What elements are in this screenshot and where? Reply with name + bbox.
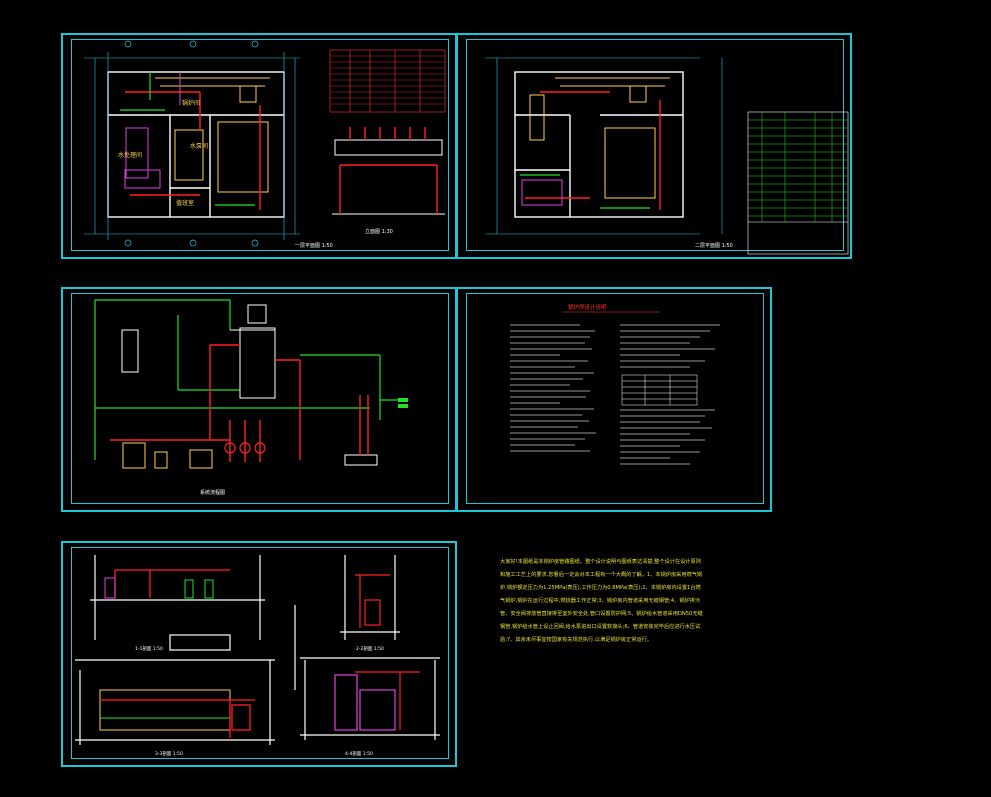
sheet-inner-frame bbox=[466, 39, 844, 251]
section-label-3: 3-3剖面 1:50 bbox=[155, 750, 183, 757]
section-label-1: 1-1剖面 1:50 bbox=[135, 645, 163, 652]
sheet-inner-frame bbox=[71, 547, 449, 759]
sheet-3-title: 系统流程图 bbox=[200, 489, 225, 496]
sheet-inner-frame bbox=[71, 293, 449, 504]
description-note: 大家好!本图纸是本锅炉房管路图纸。整个设计说明与图纸表达清楚,整个设计在设计原则… bbox=[500, 559, 703, 643]
plan-room-label-3: 值班室 bbox=[176, 199, 194, 207]
section-label-4: 4-4剖面 1:50 bbox=[345, 750, 373, 757]
sheet-1-title: 一层平面图 1:50 bbox=[295, 243, 333, 249]
section-label-2: 2-2剖面 1:50 bbox=[356, 645, 384, 652]
sheet-4-title: 锅炉房设计说明 bbox=[568, 303, 607, 311]
svg-text:立面图 1:30: 立面图 1:30 bbox=[365, 228, 393, 235]
plan-room-label-4: 水泵间 bbox=[190, 142, 208, 150]
plan-room-label-2: 水处理间 bbox=[118, 151, 142, 159]
sheet-inner-frame bbox=[71, 39, 449, 251]
drawing-sheet-4[interactable] bbox=[456, 287, 772, 512]
plan-room-label-1: 锅炉间 bbox=[182, 99, 200, 107]
sheet-inner-frame bbox=[466, 293, 764, 504]
drawing-sheet-5[interactable] bbox=[61, 541, 457, 767]
drawing-sheet-2[interactable] bbox=[456, 33, 852, 259]
sheet-2-title: 二层平面图 1:50 bbox=[695, 243, 733, 249]
